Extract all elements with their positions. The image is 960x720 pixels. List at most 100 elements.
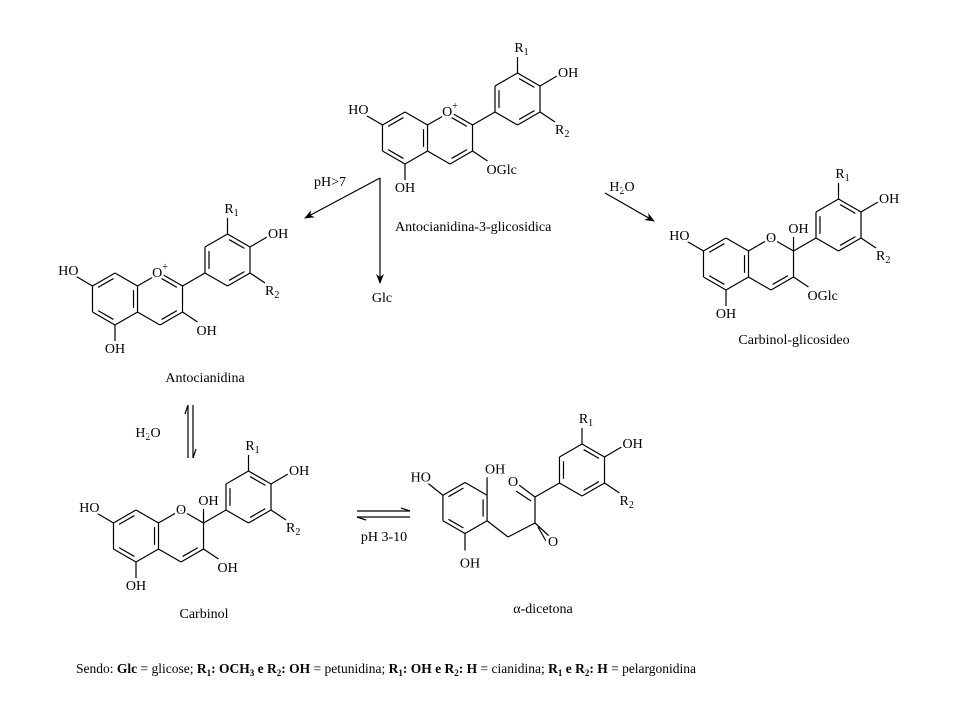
double-bond bbox=[537, 526, 547, 542]
double-bond bbox=[448, 518, 464, 529]
ring-bond bbox=[404, 111, 428, 126]
ring-bond bbox=[559, 482, 583, 497]
double-bond bbox=[515, 490, 532, 502]
molecule-name: Carbinol-glicosideo bbox=[738, 333, 849, 348]
arrow-to-carbinol-glicosideo bbox=[604, 192, 655, 222]
ring-bond bbox=[158, 548, 182, 563]
legend-caption: Sendo: Glc = glicose; R1: OCH3 e R2: OH … bbox=[76, 661, 696, 678]
ring-bond bbox=[114, 272, 138, 287]
c3-substituent-label: OGlc bbox=[808, 289, 838, 304]
ring-bond bbox=[442, 520, 466, 535]
arrow-barb bbox=[192, 448, 197, 459]
hydroxyl-label: OH bbox=[558, 66, 578, 81]
ring-bond bbox=[137, 311, 161, 326]
hydroxyl-label: OH bbox=[395, 181, 415, 196]
hydroxyl-label: OH bbox=[268, 227, 288, 242]
ring-bond bbox=[815, 198, 839, 213]
double-bond bbox=[387, 117, 404, 127]
hydroxyl-label: OH bbox=[623, 437, 643, 452]
ring-bond bbox=[92, 272, 116, 287]
r2-label: R2​ bbox=[286, 521, 300, 538]
hydroxyl-label: HO bbox=[411, 470, 431, 485]
ring-bond bbox=[838, 198, 862, 213]
double-bond bbox=[118, 515, 135, 525]
double-bond bbox=[161, 310, 178, 320]
ring-bond bbox=[517, 111, 541, 126]
molecule-name: Antocianidina bbox=[165, 371, 245, 386]
ring-bond bbox=[113, 548, 137, 563]
bond bbox=[182, 272, 206, 287]
bond bbox=[860, 201, 879, 213]
bond bbox=[518, 484, 536, 498]
double-bond bbox=[708, 243, 725, 253]
r1-label: R1​ bbox=[514, 41, 528, 58]
ring-bond bbox=[92, 311, 116, 326]
arrow-to-antocianidina bbox=[304, 177, 381, 219]
double-bond bbox=[708, 275, 725, 285]
caption-text: = petunidina; bbox=[310, 661, 389, 676]
bond bbox=[539, 111, 556, 123]
caption-text: = cianidina; bbox=[477, 661, 549, 676]
ring-oxygen-label: O bbox=[766, 231, 776, 246]
double-bond bbox=[182, 547, 199, 557]
bond bbox=[203, 548, 219, 560]
bond bbox=[75, 275, 93, 287]
molecule-name: Antocianidina-3-glicosidica bbox=[395, 220, 552, 235]
hydroxyl-label: OH bbox=[126, 579, 146, 594]
ring-bond bbox=[159, 311, 183, 326]
hydroxyl-label: OH bbox=[105, 342, 125, 357]
arrow-label-glc: Glc bbox=[372, 291, 392, 306]
ring-bond bbox=[703, 237, 727, 252]
ring-bond bbox=[135, 548, 159, 563]
ring-bond bbox=[227, 272, 251, 287]
arrow-label-ph: pH>7 bbox=[314, 175, 346, 190]
bond bbox=[472, 150, 488, 162]
ring-bond bbox=[770, 276, 794, 291]
ring-bond bbox=[135, 509, 159, 524]
double-bond bbox=[451, 149, 468, 159]
ring-bond bbox=[770, 237, 794, 252]
double-bond bbox=[839, 236, 856, 246]
molecule-name: α-dicetona bbox=[513, 602, 573, 617]
bond bbox=[365, 114, 383, 126]
ring-bond bbox=[494, 72, 518, 87]
ring-bond bbox=[517, 72, 541, 87]
bond bbox=[270, 473, 289, 485]
ring-bond bbox=[725, 276, 749, 291]
ring-bond bbox=[449, 111, 473, 126]
ring-bond bbox=[225, 509, 249, 524]
ring-bond bbox=[158, 509, 182, 524]
c3-substituent-label: OGlc bbox=[487, 163, 517, 178]
bond bbox=[507, 522, 536, 538]
ring-oxygen-label: O+​ bbox=[152, 262, 168, 281]
bond bbox=[686, 240, 704, 252]
ring-bond bbox=[404, 150, 428, 165]
ring-bond bbox=[838, 237, 862, 252]
ring-bond bbox=[442, 481, 466, 496]
ring-bond bbox=[180, 509, 204, 524]
hydroxyl-label: OH bbox=[289, 464, 309, 479]
r1-label: R1​ bbox=[245, 439, 259, 456]
r1-label: R1​ bbox=[835, 167, 849, 184]
arrow-barb bbox=[184, 404, 189, 415]
double-bond bbox=[839, 204, 856, 214]
bond bbox=[96, 512, 114, 524]
bond bbox=[182, 311, 198, 323]
ring-bond bbox=[114, 311, 138, 326]
double-bond bbox=[387, 149, 404, 159]
arrow-label-water: H2​O bbox=[135, 426, 160, 443]
double-bond bbox=[772, 275, 789, 285]
ring-bond bbox=[449, 150, 473, 165]
carbonyl-oxygen-label: O bbox=[548, 535, 558, 550]
ring-bond bbox=[113, 509, 137, 524]
bond bbox=[203, 509, 227, 524]
bond bbox=[427, 482, 444, 496]
ring-bond bbox=[227, 233, 251, 248]
hydroxyl-label: OH bbox=[879, 192, 899, 207]
ring-bond bbox=[427, 111, 451, 126]
hydroxyl-label: HO bbox=[79, 501, 99, 516]
bond bbox=[486, 520, 509, 538]
c2-hydroxyl-label: OH bbox=[788, 222, 808, 237]
caption-text: = pelargonidina bbox=[607, 661, 697, 676]
ring-bond bbox=[382, 150, 406, 165]
